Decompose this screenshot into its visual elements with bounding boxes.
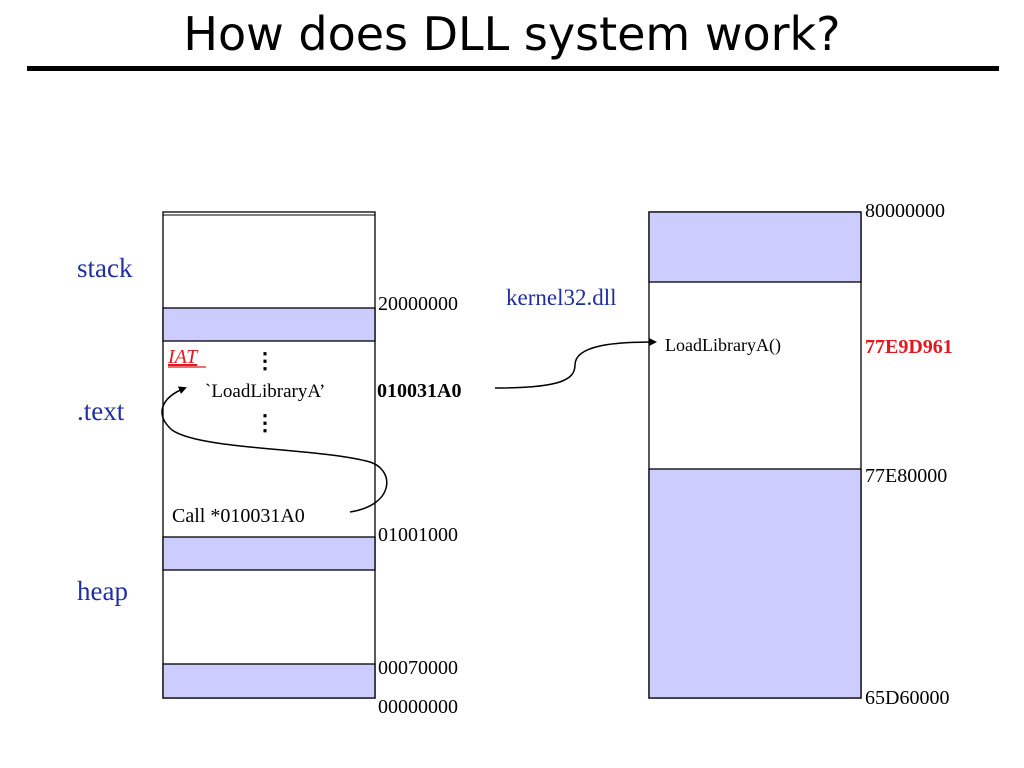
section-label-stack: stack	[77, 253, 133, 283]
call-instruction: Call *010031A0	[172, 505, 305, 527]
iat-to-loadlibrary-arrow	[494, 338, 657, 389]
kernel32-dll-label: kernel32.dll	[506, 285, 617, 310]
call-to-iat-arrow	[161, 386, 388, 513]
address-80000000: 80000000	[865, 200, 945, 222]
section-label-text: .text	[77, 396, 125, 426]
loadlibrarya-function: LoadLibraryA()	[665, 335, 781, 356]
kernel32-memory-map	[648, 211, 862, 699]
iat-entry-loadlibrarya: `LoadLibraryA’	[205, 381, 325, 402]
kernel32-band-top	[648, 211, 862, 283]
ellipsis-top: ⋮	[254, 348, 276, 373]
kernel32-band-bottom	[648, 468, 862, 699]
process-band-01001000	[162, 536, 376, 571]
address-20000000: 20000000	[378, 293, 458, 315]
process-memory-outline	[162, 211, 376, 699]
address-00070000: 00070000	[378, 657, 458, 679]
process-band-20000000	[162, 307, 376, 342]
address-77e9d961: 77E9D961	[865, 336, 953, 358]
process-band-00070000	[162, 663, 376, 699]
address-65d60000: 65D60000	[865, 687, 949, 709]
process-memory-map	[162, 211, 376, 699]
page-title: How does DLL system work?	[183, 7, 841, 61]
address-010031a0: 010031A0	[377, 380, 461, 402]
address-00000000: 00000000	[378, 696, 458, 718]
title-underline	[27, 66, 999, 71]
address-77e80000: 77E80000	[865, 465, 947, 487]
ellipsis-bottom: ⋮	[254, 410, 276, 435]
address-01001000: 01001000	[378, 524, 458, 546]
iat-label: IAT	[167, 346, 199, 368]
section-label-heap: heap	[77, 576, 128, 606]
